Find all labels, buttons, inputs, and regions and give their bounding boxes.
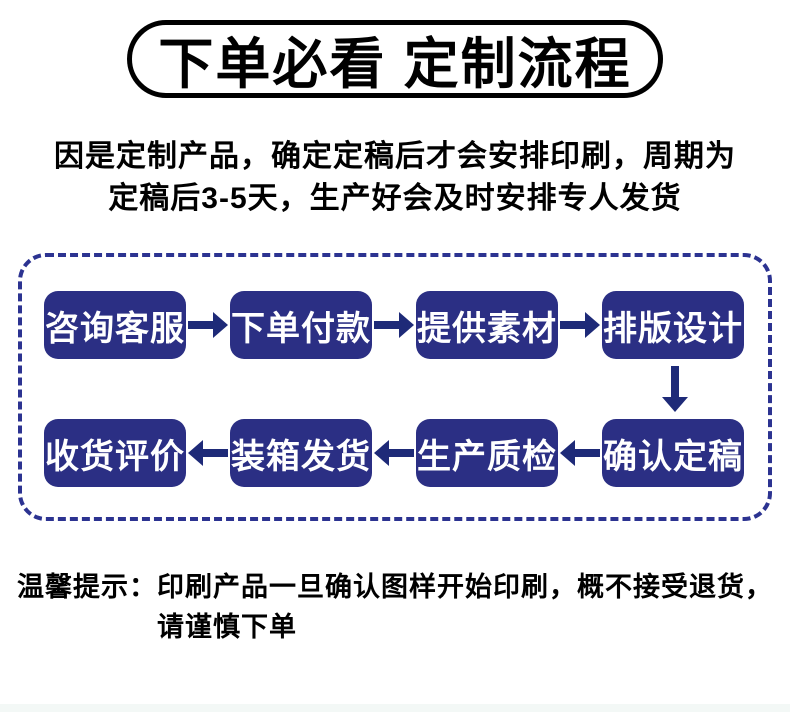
arrow-left-icon: [188, 440, 228, 466]
process-flow-container: 咨询客服 下单付款 提供素材 排版设计 收货评价 装箱发货 生产质检 确认定稿: [18, 253, 772, 521]
note-line-1: 印刷产品一旦确认图样开始印刷，概不接受退货，: [157, 572, 773, 602]
bottom-divider-strip: [0, 704, 790, 712]
arrow-down-icon: [662, 366, 688, 412]
arrow-left-icon: [374, 440, 414, 466]
arrow-cell: [558, 419, 602, 487]
note-body: 印刷产品一旦确认图样开始印刷，概不接受退货， 请谨慎下单: [157, 567, 773, 647]
arrow-cell: [186, 291, 230, 359]
arrow-right-icon: [374, 312, 414, 338]
flow-step-layout-design: 排版设计: [602, 291, 744, 359]
flow-row-1: 咨询客服 下单付款 提供素材 排版设计: [44, 291, 746, 359]
flow-step-pack-ship: 装箱发货: [230, 419, 372, 487]
arrow-cell: [372, 419, 416, 487]
banner-title: 下单必看 定制流程: [158, 33, 632, 95]
flow-row-connector: [44, 359, 746, 419]
flow-step-consult-service: 咨询客服: [44, 291, 186, 359]
arrow-cell: [372, 291, 416, 359]
intro-paragraph: 因是定制产品，确定定稿后才会安排印刷，周期为 定稿后3-5天，生产好会及时安排专…: [0, 136, 790, 220]
arrow-cell: [558, 291, 602, 359]
warm-tip-note: 温馨提示： 印刷产品一旦确认图样开始印刷，概不接受退货， 请谨慎下单: [0, 567, 790, 647]
banner-title-pill: 下单必看 定制流程: [127, 20, 663, 98]
arrow-right-icon: [188, 312, 228, 338]
flow-step-receive-review: 收货评价: [44, 419, 186, 487]
arrow-cell: [186, 419, 230, 487]
flow-step-order-pay: 下单付款: [230, 291, 372, 359]
flow-step-provide-material: 提供素材: [416, 291, 558, 359]
note-prefix: 温馨提示：: [17, 572, 157, 602]
note-line-2: 请谨慎下单: [157, 612, 297, 642]
intro-line-2: 定稿后3-5天，生产好会及时安排专人发货: [108, 182, 682, 215]
flow-row-2: 收货评价 装箱发货 生产质检 确认定稿: [44, 419, 746, 487]
flow-step-confirm-final-draft: 确认定稿: [602, 419, 744, 487]
intro-line-1: 因是定制产品，确定定稿后才会安排印刷，周期为: [54, 140, 736, 173]
arrow-right-icon: [560, 312, 600, 338]
arrow-left-icon: [560, 440, 600, 466]
flow-step-production-qc: 生产质检: [416, 419, 558, 487]
